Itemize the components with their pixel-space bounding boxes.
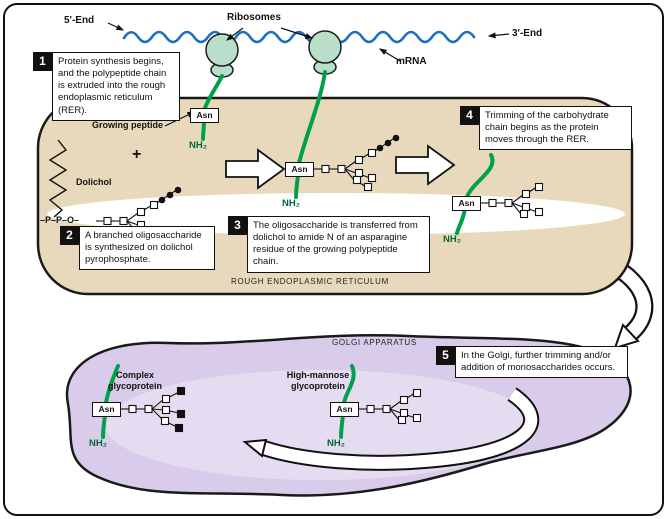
golgi-lumen-highlight (105, 370, 535, 480)
plus-sign: + (132, 146, 142, 163)
golgi-caption: GOLGI APPARATUS (332, 338, 417, 347)
rer-caption: ROUGH ENDOPLASMIC RETICULUM (230, 277, 390, 286)
mrna-pointer (378, 48, 401, 62)
asn-residue-1: Asn (190, 108, 219, 123)
step-2-text: A branched oligosaccharide is synthesize… (79, 226, 215, 271)
step-3-number: 3 (228, 216, 247, 235)
five-end-label: 5'-End (64, 15, 95, 26)
nh2-terminus-3: NH₂ (443, 234, 461, 245)
ribosomes-label: Ribosomes (227, 12, 281, 23)
step-5-number: 5 (436, 346, 455, 365)
pyrophosphate-label: –P–P–O– (40, 215, 80, 225)
step-4-text: Trimming of the carbohydrate chain begin… (479, 106, 632, 151)
three-end-pointer (487, 32, 510, 39)
asn-residue-high-mannose: Asn (330, 402, 359, 417)
polypeptide-chains (101, 70, 495, 439)
step-5-callout: 5 In the Golgi, further trimming and/or … (436, 346, 628, 379)
ribosomes-pointer-left (226, 27, 244, 41)
mrna-strand (122, 30, 476, 44)
complex-chain-bottom (101, 413, 107, 439)
peptide-chain-2-bottom (294, 173, 300, 199)
peptide-chain-1-bottom (201, 119, 206, 141)
step-1-number: 1 (33, 52, 52, 71)
step-5-text: In the Golgi, further trimming and/or ad… (455, 346, 628, 379)
high-mannose-chain-top (342, 364, 356, 405)
ribosome-1 (205, 33, 239, 78)
step-2-number: 2 (60, 226, 79, 245)
complex-glycoprotein-label: Complex glycoprotein (107, 370, 162, 391)
step-3-text: The oligosaccharide is transferred from … (247, 216, 430, 273)
dolichol-lipid-zigzag (48, 139, 68, 218)
peptide-chain-3-bottom (455, 207, 467, 235)
ribosome-2 (308, 30, 342, 75)
asn-residue-3: Asn (452, 196, 481, 211)
ribosomes-pointer-right (280, 27, 314, 39)
dolichol-label: Dolichol (76, 177, 112, 187)
step-4-callout: 4 Trimming of the carbohydrate chain beg… (460, 106, 632, 151)
label-pointers (107, 22, 510, 127)
peptide-chain-1-top (203, 74, 224, 110)
step-3-callout: 3 The oligosaccharide is transferred fro… (228, 216, 430, 273)
step-1-text: Protein synthesis begins, and the polype… (52, 52, 180, 121)
nh2-terminus-2: NH₂ (282, 198, 300, 209)
high-mannose-glycoprotein-label: High-mannose glycoprotein (286, 370, 350, 391)
process-arrow-2 (395, 144, 456, 186)
complex-chain-top (104, 364, 120, 405)
high-mannose-chain-bottom (339, 413, 345, 439)
asn-residue-complex: Asn (92, 402, 121, 417)
three-end-label: 3'-End (512, 28, 543, 39)
mrna-label: mRNA (396, 56, 427, 67)
process-arrow-1 (225, 148, 286, 190)
nh2-terminus-1: NH₂ (189, 140, 207, 151)
nh2-terminus-high-mannose: NH₂ (327, 438, 345, 449)
asn-residue-2: Asn (285, 162, 314, 177)
step-2-callout: 2 A branched oligosaccharide is synthesi… (60, 226, 215, 271)
growing-peptide-label: Growing peptide (92, 120, 163, 130)
peptide-chain-2-top (297, 70, 327, 165)
nh2-terminus-complex: NH₂ (89, 438, 107, 449)
step-1-callout: 1 Protein synthesis begins, and the poly… (33, 52, 180, 121)
step-4-number: 4 (460, 106, 479, 125)
five-end-pointer (107, 22, 125, 31)
peptide-chain-3-top (465, 153, 495, 199)
golgi-processing-arrow (242, 387, 540, 471)
